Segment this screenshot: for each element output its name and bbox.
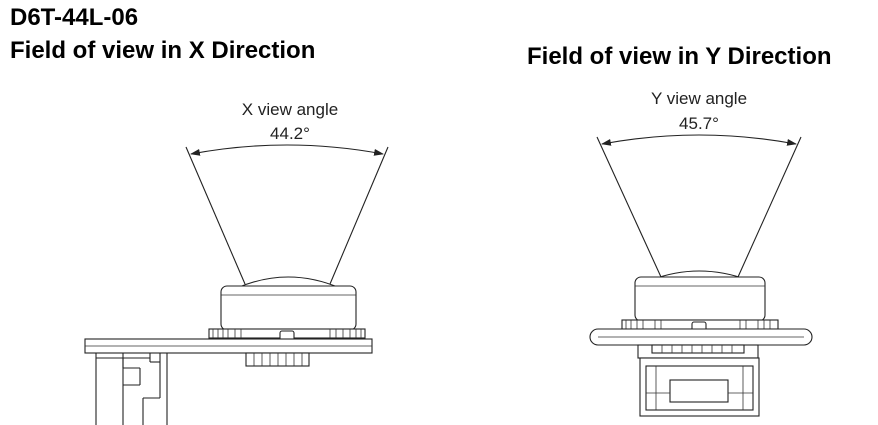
x-view-angle-label: X view angle [242,100,338,119]
y-connector-housing [639,357,760,417]
y-cable-connector [639,357,760,417]
y-view-angle-label: Y view angle [651,89,747,108]
x-side-connector [95,353,168,425]
x-sensor-body [220,285,357,331]
y-angle-arc [601,134,797,146]
y-direction-heading: Field of view in Y Direction [527,43,832,70]
x-cone-left-line [185,146,246,285]
y-direction-diagram: Y view angle 45.7° [589,89,813,417]
y-cone-left-line [596,136,662,278]
x-direction-diagram: X view angle 44.2° [84,100,389,425]
y-view-angle-value: 45.7° [679,114,719,133]
x-view-angle-value: 44.2° [270,124,310,143]
x-angle-arc [190,144,384,156]
x-lens-dome [236,276,341,289]
y-cone-right-line [737,136,802,278]
y-sensor-body [634,276,766,322]
x-bottom-connector [245,352,310,367]
x-direction-heading: Field of view in X Direction [10,37,316,64]
x-cone-right-line [329,146,389,285]
model-title: D6T-44L-06 [10,4,139,31]
